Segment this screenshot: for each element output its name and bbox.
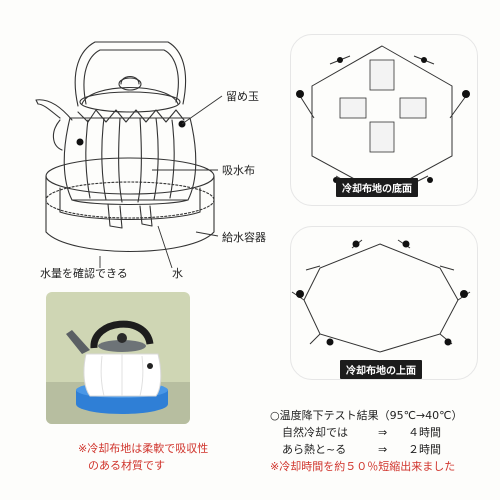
row2-arrow: ⇒ [378,443,388,456]
results-row-natural: 自然冷却では ⇒ ４時間 [282,424,482,441]
photo-note-line2: のある材質です [88,459,165,472]
label-tome-dama: 留め玉 [226,90,259,103]
caption-top-surface: 冷却布地の上面 [340,360,422,379]
photo-note-line1: ※冷却布地は柔軟で吸収性 [78,442,209,455]
cloth-top-panel [290,226,478,380]
row2-label: あら熱と~る [282,443,347,456]
label-kyusui-nuno: 吸水布 [222,164,255,177]
caption-bottom-surface: 冷却布地の底面 [336,178,418,197]
results-row-araneto: あら熱と~る ⇒ ２時間 [282,441,482,458]
row1-value: ４時間 [408,426,441,439]
label-suiryo-kakunin: 水量を確認できる [40,267,128,280]
row2-value: ２時間 [408,443,441,456]
row1-arrow: ⇒ [378,426,388,439]
kettle-photo [46,292,190,424]
row1-label: 自然冷却では [282,426,348,439]
cloth-bottom-panel [290,34,478,206]
label-kyusui-yoki: 給水容器 [222,231,266,244]
results-heading: ○温度降下テスト結果（95℃→40℃） [270,409,463,422]
label-mizu: 水 [172,267,183,280]
results-conclusion: ※冷却時間を約５０％短縮出来ました [270,460,456,473]
